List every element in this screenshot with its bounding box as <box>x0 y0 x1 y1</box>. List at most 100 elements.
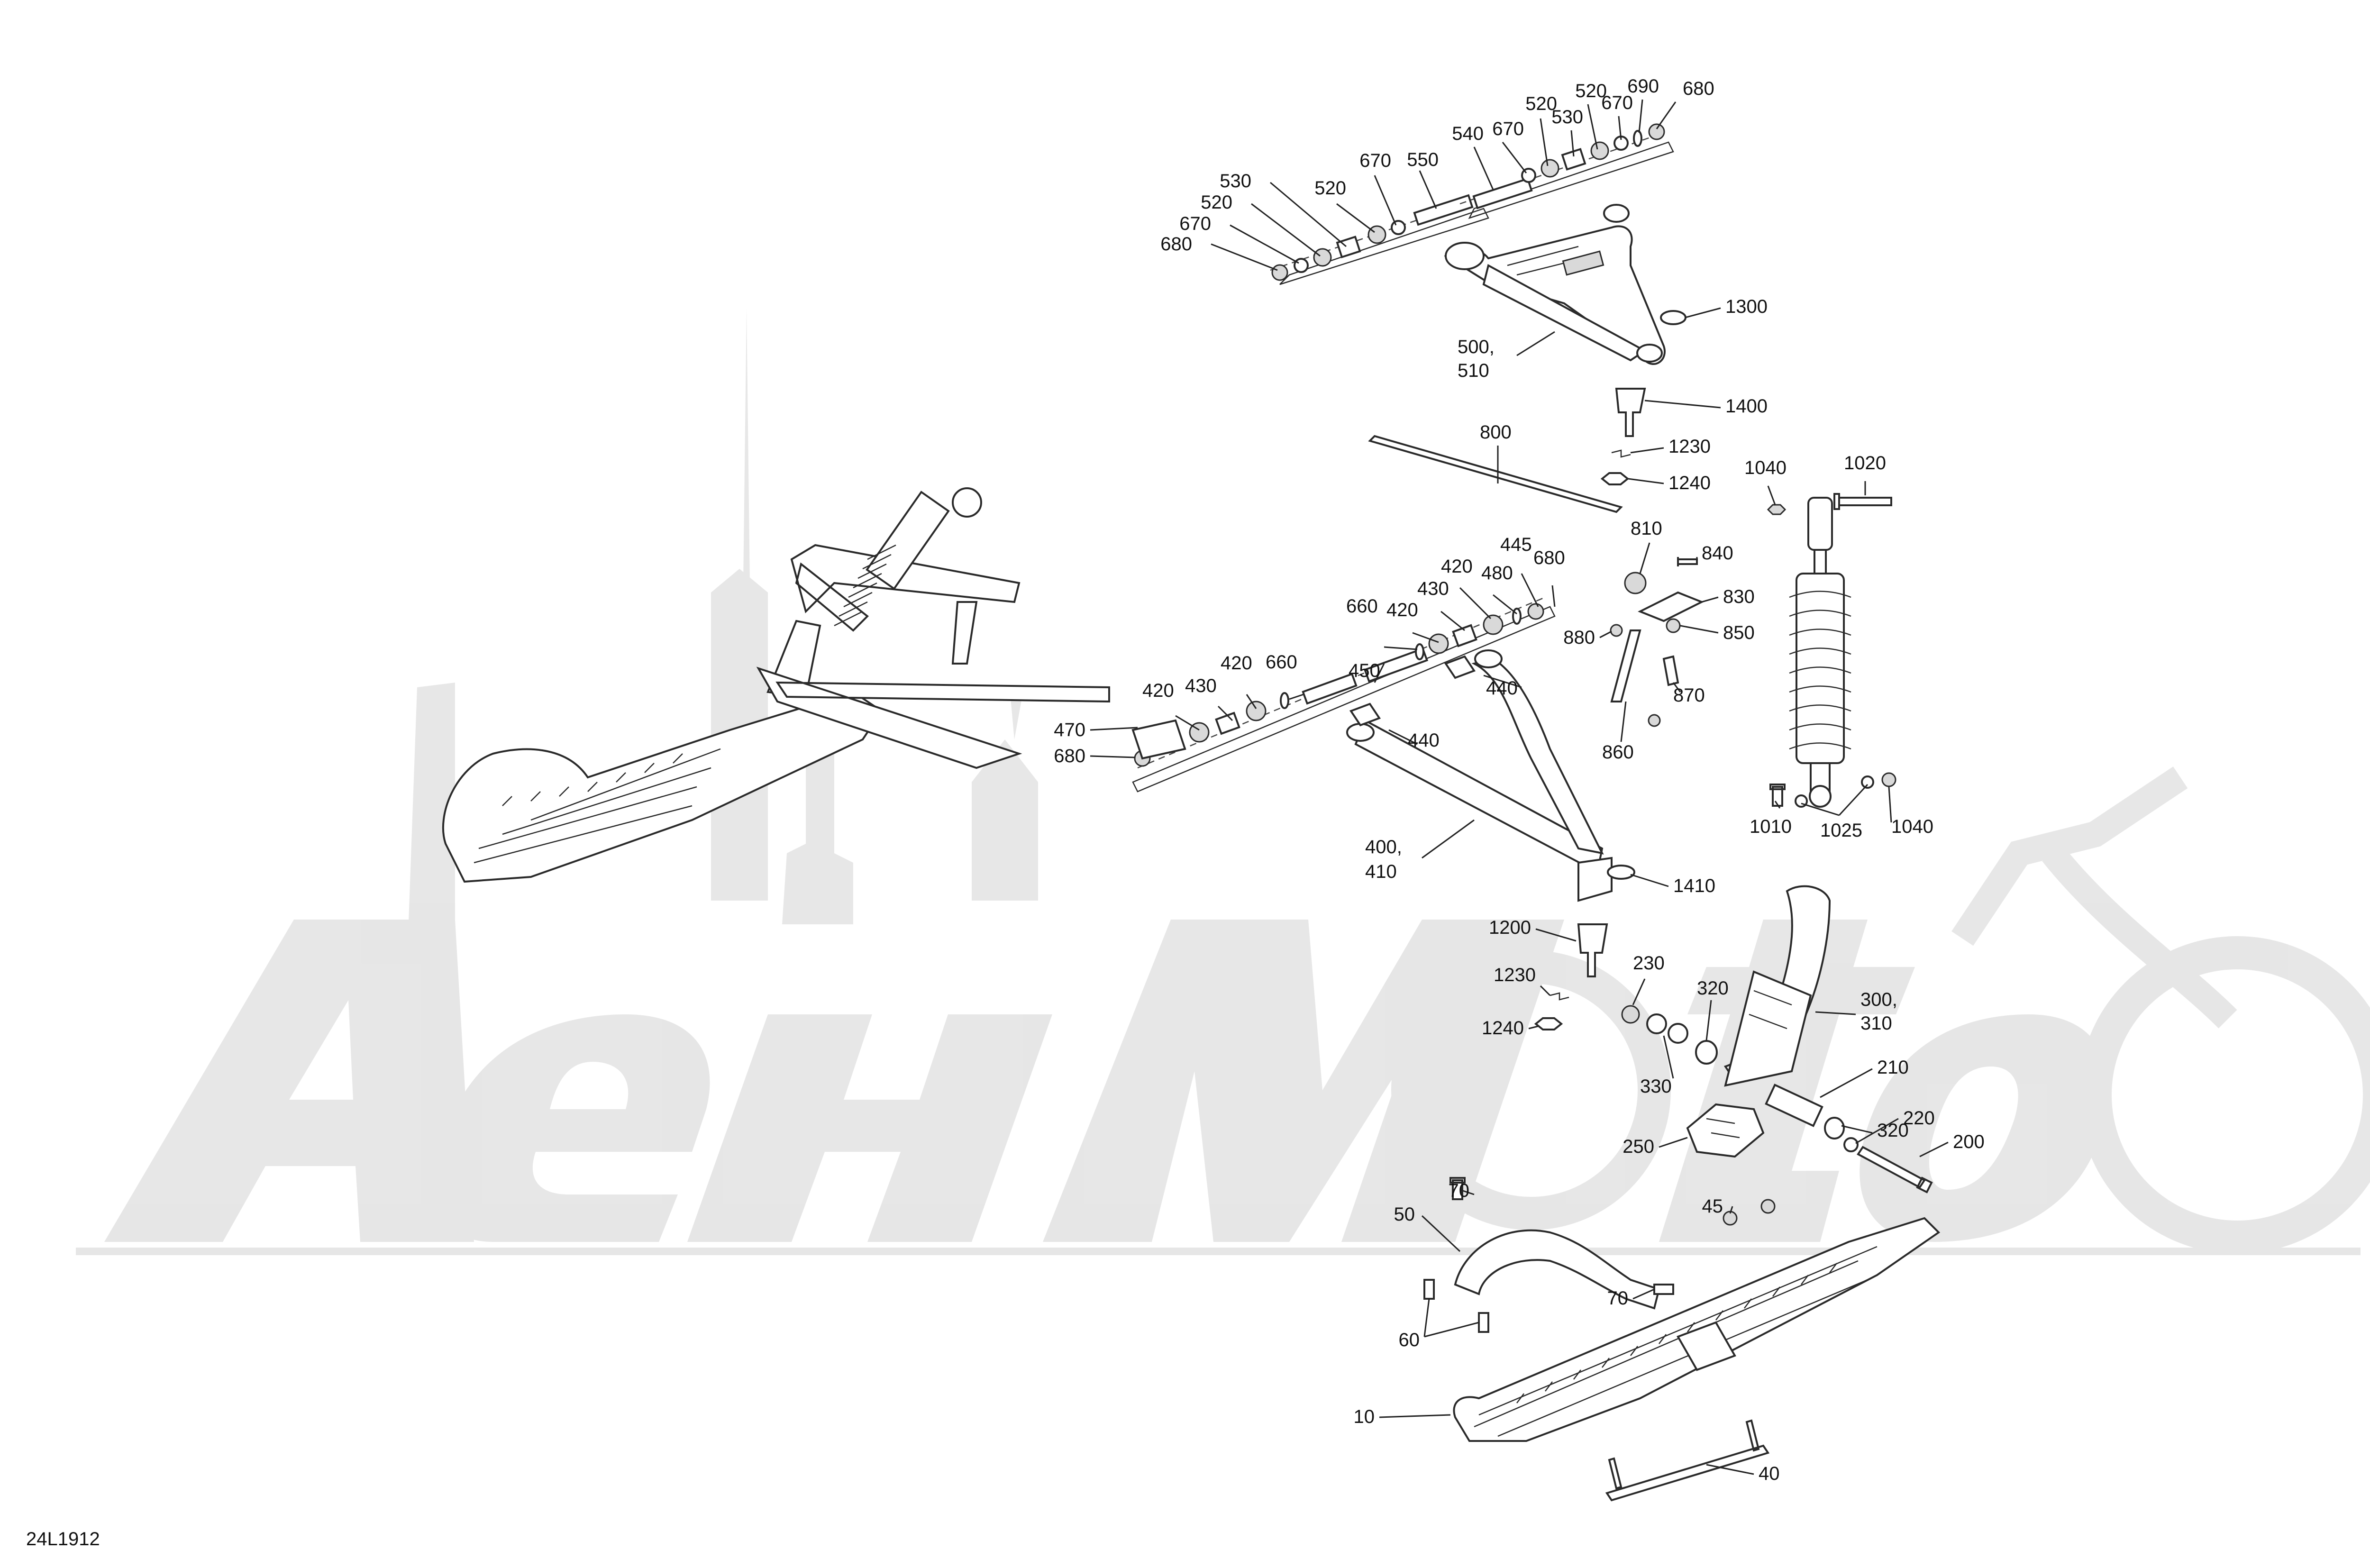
bolt-1020 <box>1833 493 1892 510</box>
callout-label: 300, <box>1860 989 1897 1010</box>
watermark-skyline <box>408 308 1038 948</box>
callout-label: 430 <box>1417 578 1449 599</box>
callout-label: 400, <box>1365 837 1402 857</box>
callout-label: 670 <box>1179 213 1211 234</box>
assembled-sway-link <box>951 601 978 665</box>
callout-label: 1400 <box>1725 396 1768 417</box>
callout-label: 310 <box>1860 1013 1892 1034</box>
callout-label: 70 <box>1449 1180 1470 1201</box>
callout-label: 870 <box>1673 685 1705 706</box>
callout-label: 810 <box>1631 518 1662 539</box>
callout-label: 680 <box>1054 746 1085 766</box>
callout-label: 530 <box>1551 107 1583 128</box>
carbide-runner-40 <box>1605 1419 1770 1502</box>
assembled-shock-spring <box>834 544 896 627</box>
bolt-1010 <box>1769 784 1786 807</box>
callout-label: 530 <box>1220 171 1251 191</box>
callout-label: 440 <box>1486 678 1518 699</box>
callout-label: 210 <box>1877 1057 1909 1078</box>
callout-label: 1040 <box>1744 457 1787 478</box>
watermark-letter-t <box>1659 920 1915 1242</box>
cotter-pin-1230-a <box>1611 449 1631 458</box>
assembled-lower-a-arm <box>756 666 1110 769</box>
assembled-upper-a-arm <box>790 544 1021 632</box>
callout-label: 230 <box>1633 953 1665 974</box>
callout-label: 670 <box>1601 92 1633 113</box>
bracket-470 <box>1131 719 1186 760</box>
spacer-440-a <box>1349 702 1381 727</box>
callout-label: 660 <box>1346 596 1378 617</box>
watermark-logo <box>76 308 2370 1255</box>
callout-label: 45 <box>1702 1196 1723 1217</box>
bushing-230 <box>1621 1005 1640 1024</box>
callout-label: 445 <box>1500 534 1532 555</box>
nut-45-a <box>1723 1211 1738 1226</box>
callout-label: 1010 <box>1750 816 1792 837</box>
callout-label: 40 <box>1759 1463 1780 1484</box>
bolt-840 <box>1677 557 1698 566</box>
callout-label: 320 <box>1877 1120 1909 1141</box>
nut-45-b <box>1760 1199 1776 1214</box>
callout-label: 420 <box>1221 653 1252 674</box>
callout-label: 670 <box>1359 150 1391 171</box>
o-ring-1410 <box>1607 865 1635 880</box>
bushing-810 <box>1624 572 1647 594</box>
callout-label: 330 <box>1640 1076 1672 1097</box>
o-ring-1300 <box>1660 310 1686 325</box>
callout-label: 500, <box>1458 337 1495 357</box>
shock-spring-coils <box>1789 591 1851 750</box>
watermark-letter-a <box>104 920 474 1242</box>
callout-label: 450 <box>1349 660 1380 681</box>
callout-label: 1200 <box>1489 917 1531 938</box>
nut-1040-top <box>1767 504 1787 515</box>
callout-label: 440 <box>1408 730 1440 751</box>
callout-label: 1020 <box>1844 453 1886 474</box>
damper-250 <box>1686 1103 1765 1158</box>
callout-label: 670 <box>1492 119 1524 139</box>
callout-label: 1240 <box>1668 473 1711 493</box>
link-860 <box>1610 629 1641 702</box>
callout-label: 880 <box>1563 627 1595 648</box>
assembled-suspension-view <box>442 487 1110 883</box>
callout-label: 1025 <box>1820 820 1862 841</box>
rod-800 <box>1368 435 1623 513</box>
bushing-320-a <box>1695 1040 1718 1065</box>
assembled-shock-top <box>952 487 982 518</box>
spindle-300 <box>1723 885 1831 1087</box>
bolt-200 <box>1857 1146 1933 1194</box>
callout-label: 800 <box>1480 422 1512 443</box>
bolt-70-b <box>1653 1284 1674 1295</box>
bolt-540 <box>1472 177 1533 210</box>
callout-label: 680 <box>1683 78 1714 99</box>
callout-label: 850 <box>1723 622 1755 643</box>
nut-680-b <box>1648 123 1665 140</box>
bolt-60-b <box>1478 1312 1489 1333</box>
ball-joint-1200 <box>1577 923 1608 977</box>
callout-label: 510 <box>1458 360 1489 381</box>
callout-label: 420 <box>1142 680 1174 701</box>
ski-10 <box>1453 1217 1941 1442</box>
callout-label: 420 <box>1386 600 1418 620</box>
washer-1025-b <box>1861 775 1874 789</box>
callout-label: 1240 <box>1482 1018 1524 1039</box>
callout-label: 1230 <box>1668 436 1711 457</box>
sleeve-210 <box>1765 1084 1823 1127</box>
watermark-handlebar <box>1951 766 2237 1029</box>
assembled-shock-body <box>866 491 950 590</box>
callout-label: 550 <box>1407 149 1439 170</box>
callout-label: 200 <box>1953 1131 1985 1152</box>
callout-label: 1300 <box>1725 296 1768 317</box>
watermark-letter-e <box>433 1014 710 1242</box>
watermark-letter-h <box>687 1014 1052 1242</box>
nut-680-a <box>1271 264 1288 281</box>
callout-label: 430 <box>1185 675 1217 696</box>
callout-label: 10 <box>1354 1406 1375 1427</box>
callout-label: 520 <box>1201 192 1232 213</box>
washer-220 <box>1843 1137 1859 1152</box>
lower-arm-hardware <box>1131 596 1556 793</box>
watermark-rear-wheel <box>2078 936 2370 1254</box>
watermark-front-wheel <box>1391 950 1671 1230</box>
lower-a-arm <box>1346 649 1613 902</box>
callout-label: 1230 <box>1494 965 1536 985</box>
callout-label: 860 <box>1602 742 1634 763</box>
